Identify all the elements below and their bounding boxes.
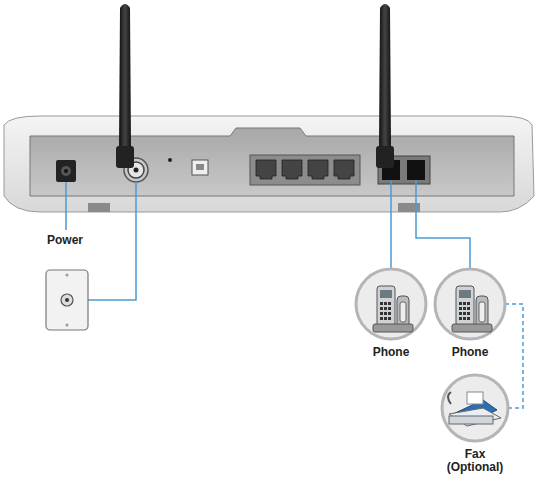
phone-device: Phone [432,266,508,359]
device-label: Phone [353,346,429,359]
device-circle [432,266,508,342]
device-label: Fax (Optional) [439,448,511,474]
fax-device: Fax (Optional) [439,372,511,474]
phone-device: Phone [353,266,429,359]
optional-connector [505,304,523,408]
port-label: Power [47,234,83,247]
device-circle [353,266,429,342]
device-label: Phone [432,346,508,359]
device-circle [439,372,511,444]
